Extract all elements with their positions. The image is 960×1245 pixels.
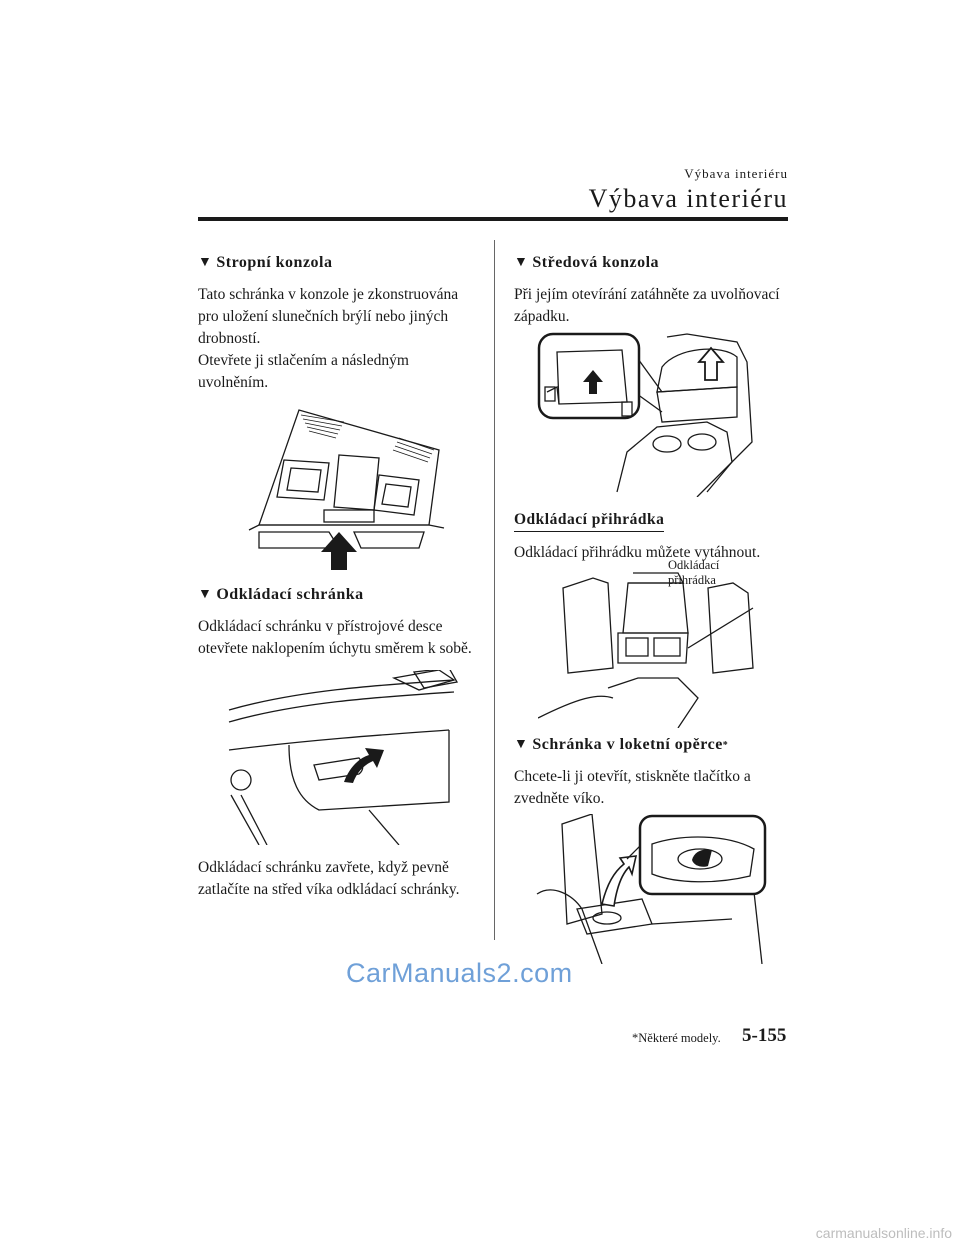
paragraph: Tato schránka v konzole je zkonstruována… xyxy=(198,286,459,347)
callout-line: přihrádka xyxy=(668,573,716,587)
tray-figure: Odkládací přihrádka xyxy=(514,558,790,728)
footnote-some-models: *Některé modely. xyxy=(632,1031,721,1045)
heading-text: Schránka v loketní opěrce xyxy=(532,736,723,753)
section-marker-icon: ▼ xyxy=(514,255,529,270)
callout-line: Odkládací xyxy=(668,558,720,572)
carmanuals-watermark[interactable]: CarManuals2.com xyxy=(346,958,573,988)
paragraph: Chcete-li ji otevřít, stiskněte tlačítko… xyxy=(514,768,751,807)
heading-text: Stropní konzola xyxy=(216,254,333,271)
glove-box-illustration xyxy=(228,670,459,845)
left-column: ▼ Stropní konzola Tato schránka v konzol… xyxy=(198,254,480,901)
paragraph: Při jejím otevírání zatáhněte za uvolňov… xyxy=(514,286,780,325)
page-number: 5-155 xyxy=(742,1025,787,1046)
heading-text: Středová konzola xyxy=(532,254,660,271)
console-tray-illustration xyxy=(538,572,754,728)
paragraph: Odkládací schránku v přístrojové desce o… xyxy=(198,618,472,657)
armrest-box-illustration xyxy=(536,814,767,964)
overhead-console-illustration xyxy=(248,409,445,570)
section-marker-icon: ▼ xyxy=(514,737,529,752)
tray-callout: Odkládací přihrádka xyxy=(668,558,719,588)
section-heading-center-console: ▼ Středová konzola xyxy=(514,254,790,272)
center-console-illustration xyxy=(537,332,753,497)
paragraph: Odkládací přihrádku můžete vytáhnout. xyxy=(514,544,761,561)
subsection-heading: Odkládací přihrádka xyxy=(514,511,665,532)
section-heading-overhead-console: ▼ Stropní konzola xyxy=(198,254,480,272)
header-rule xyxy=(198,217,788,221)
heading-text: Odkládací schránka xyxy=(216,586,364,603)
paragraph: Otevřete ji stlačením a následným uvolně… xyxy=(198,352,409,391)
site-watermark[interactable]: carmanualsonline.info xyxy=(815,1225,952,1241)
running-header-small: Výbava interiéru xyxy=(684,166,788,181)
subsection-tray: Odkládací přihrádka Odkládací přihrádku … xyxy=(514,511,790,564)
running-header-title: Výbava interiéru xyxy=(588,184,788,213)
right-column: ▼ Středová konzola Při jejím otevírání z… xyxy=(514,254,790,964)
asterisk-mark: * xyxy=(722,739,729,751)
section-heading-armrest: ▼ Schránka v loketní opěrce * xyxy=(514,736,790,754)
paragraph: Odkládací schránku zavřete, když pevně z… xyxy=(198,859,460,898)
section-marker-icon: ▼ xyxy=(198,587,213,602)
column-divider xyxy=(494,240,495,940)
section-heading-glove-box: ▼ Odkládací schránka xyxy=(198,586,480,604)
section-marker-icon: ▼ xyxy=(198,255,213,270)
